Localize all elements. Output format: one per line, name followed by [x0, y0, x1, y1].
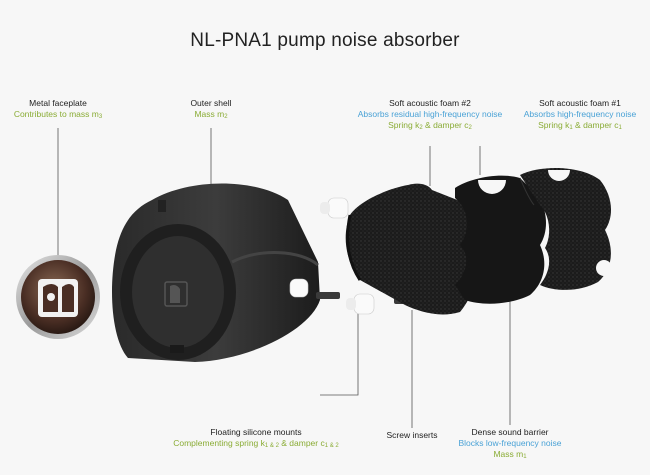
acoustic-foam-2 — [345, 183, 491, 315]
label-dense-sound-barrier: Dense sound barrier Blocks low-frequency… — [450, 427, 570, 463]
foam1-desc: Absorbs high-frequency noise — [523, 109, 637, 119]
outer-shell — [112, 183, 320, 362]
metal-faceplate — [16, 255, 100, 339]
label-acoustic-foam-1: Soft acoustic foam #1 Absorbs high-frequ… — [512, 98, 648, 134]
mounts-desc: Complementing spring k1 & 2 & damper c1 … — [173, 438, 339, 449]
leader-lines — [57, 128, 511, 428]
label-outer-shell: Outer shell Mass m2 — [170, 98, 252, 123]
faceplate-name: Metal faceplate — [29, 98, 87, 108]
foam1-name: Soft acoustic foam #1 — [539, 98, 621, 108]
barrier-desc: Blocks low-frequency noise — [458, 438, 562, 448]
label-metal-faceplate: Metal faceplate Contributes to mass m3 — [0, 98, 116, 123]
dense-sound-barrier — [455, 175, 546, 304]
label-silicone-mounts: Floating silicone mounts Complementing s… — [168, 427, 344, 452]
barrier-mass: Mass m1 — [493, 449, 527, 460]
screws-name: Screw inserts — [386, 430, 438, 440]
barrier-name: Dense sound barrier — [471, 427, 549, 437]
label-acoustic-foam-2: Soft acoustic foam #2 Absorbs residual h… — [352, 98, 508, 134]
acoustic-foam-1 — [520, 168, 612, 290]
foam2-desc: Absorbs residual high-frequency noise — [357, 109, 503, 119]
foam2-name: Soft acoustic foam #2 — [389, 98, 471, 108]
foam2-spring: Spring k2 & damper c2 — [388, 120, 472, 131]
shell-desc: Mass m2 — [194, 109, 228, 120]
mounts-name: Floating silicone mounts — [210, 427, 302, 437]
diagram-title: NL-PNA1 pump noise absorber — [190, 30, 460, 51]
label-screw-inserts: Screw inserts — [374, 430, 450, 441]
silicone-mounts — [289, 197, 375, 315]
foam1-spring: Spring k1 & damper c1 — [538, 120, 622, 131]
shell-name: Outer shell — [190, 98, 232, 108]
faceplate-desc: Contributes to mass m3 — [13, 109, 103, 120]
